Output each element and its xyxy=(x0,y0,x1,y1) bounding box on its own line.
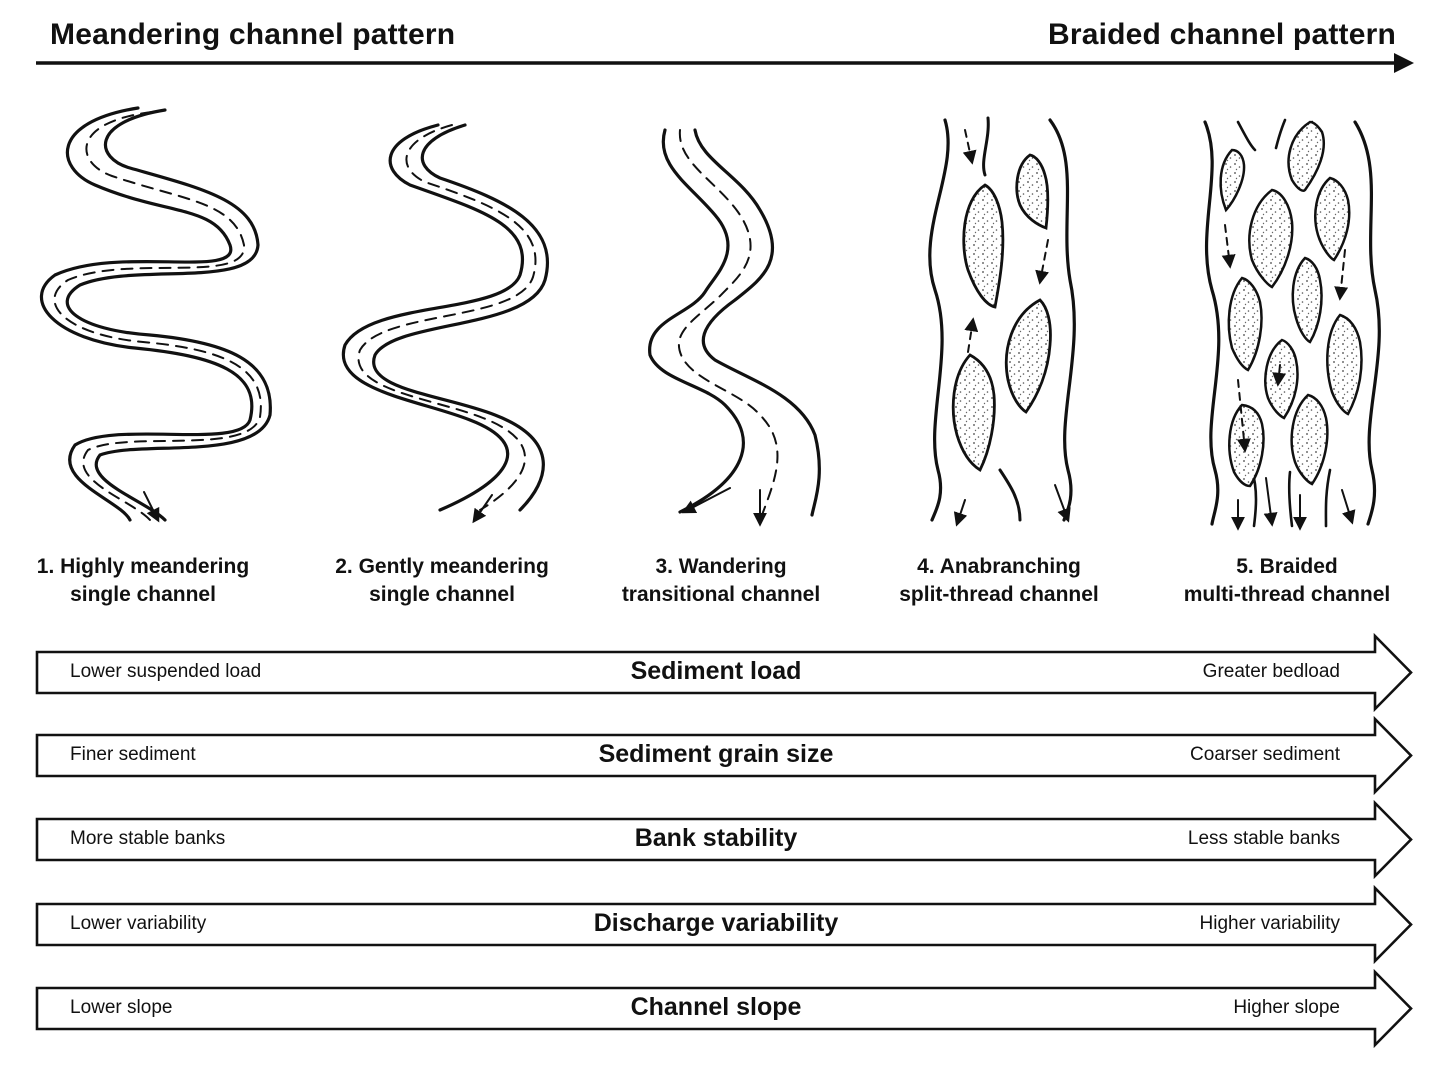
band-5-right-label: Higher slope xyxy=(1233,997,1340,1018)
pattern-label-5-line2: multi-thread channel xyxy=(1183,583,1391,606)
band-arrow-5 xyxy=(35,968,1413,1049)
pattern-label-4: 4. Anabranching split-thread channel xyxy=(859,553,1139,609)
band-4-left-label: Lower variability xyxy=(70,913,207,934)
pattern-label-4-line2: split-thread channel xyxy=(899,583,1099,606)
band-5-left-label: Lower slope xyxy=(70,997,173,1018)
pattern-label-5-line1: 5. Braided xyxy=(1236,555,1338,578)
channel-wandering xyxy=(648,128,821,527)
band-1-left-label: Lower suspended load xyxy=(70,661,262,682)
band-2-right-label: Coarser sediment xyxy=(1190,744,1340,765)
band-5-title: Channel slope xyxy=(630,993,802,1021)
band-3-right-label: Less stable banks xyxy=(1187,828,1340,849)
meandering-header: Meandering channel pattern xyxy=(50,18,456,51)
pattern-label-2-line1: 2. Gently meandering xyxy=(335,555,549,578)
band-arrow-3 xyxy=(35,799,1413,880)
pattern-label-3: 3. Wandering transitional channel xyxy=(581,553,861,609)
band-1-right-label: Greater bedload xyxy=(1202,661,1340,682)
pattern-label-1-line1: 1. Highly meandering xyxy=(36,555,250,578)
pattern-label-2-line2: single channel xyxy=(369,583,515,606)
pattern-label-3-line2: transitional channel xyxy=(621,583,821,606)
band-2-left-label: Finer sediment xyxy=(70,744,196,765)
channel-gently-meandering xyxy=(341,123,549,524)
band-1-title: Sediment load xyxy=(630,657,802,685)
pattern-label-4-line1: 4. Anabranching xyxy=(917,555,1081,578)
pattern-label-3-line1: 3. Wandering xyxy=(655,555,787,578)
band-arrows xyxy=(35,632,1413,1049)
band-arrow-1 xyxy=(35,632,1413,713)
band-4-right-label: Higher variability xyxy=(1199,913,1340,934)
pattern-spectrum-arrow xyxy=(36,53,1414,73)
pattern-label-2: 2. Gently meandering single channel xyxy=(302,553,582,609)
pattern-label-5: 5. Braided multi-thread channel xyxy=(1147,553,1427,609)
channel-highly-meandering xyxy=(39,106,272,523)
channel-braided xyxy=(1203,118,1381,531)
channel-anabranching xyxy=(928,116,1076,527)
pattern-label-1-line2: single channel xyxy=(70,583,216,606)
band-2-title: Sediment grain size xyxy=(598,740,834,768)
braided-header: Braided channel pattern xyxy=(1047,18,1396,51)
pattern-label-1: 1. Highly meandering single channel xyxy=(3,553,283,609)
band-3-left-label: More stable banks xyxy=(70,828,226,849)
band-arrow-2 xyxy=(35,715,1413,796)
band-arrow-4 xyxy=(35,884,1413,965)
band-4-title: Discharge variability xyxy=(593,909,839,937)
band-3-title: Bank stability xyxy=(634,824,798,852)
